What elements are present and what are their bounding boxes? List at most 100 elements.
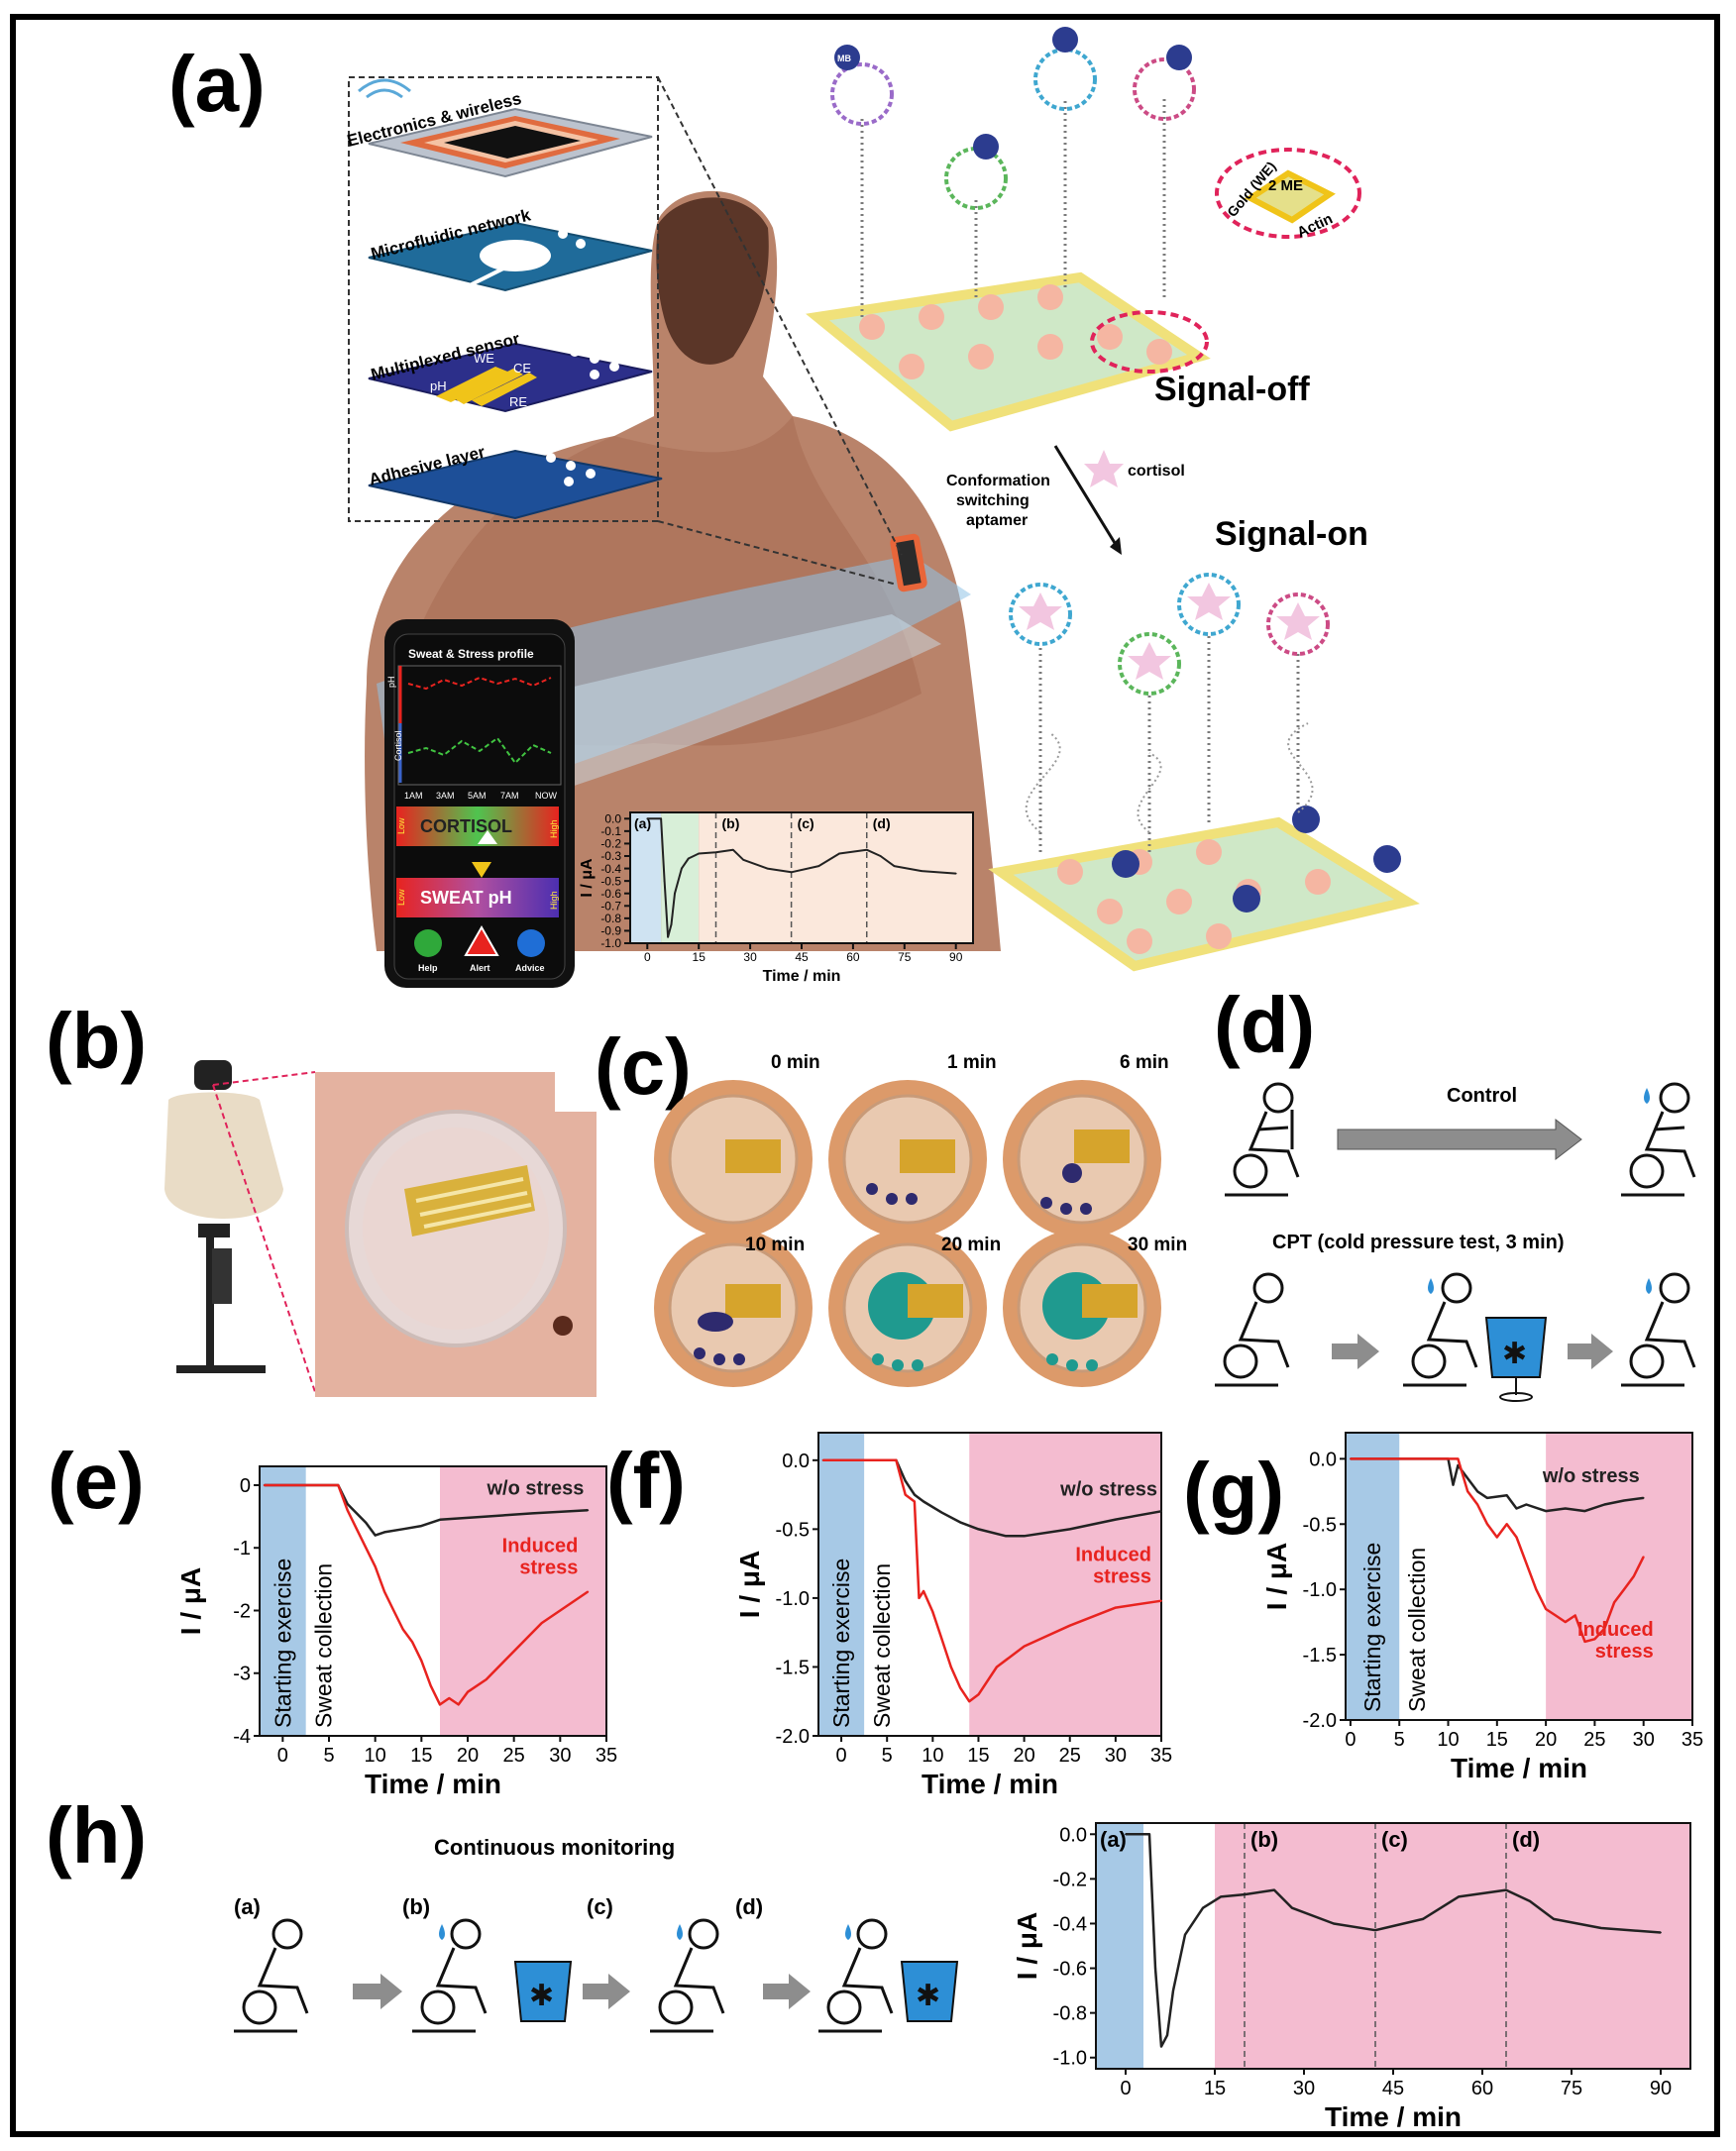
phone-button-help: Help <box>418 963 438 973</box>
series-0-point-9 <box>1525 1503 1528 1506</box>
x-tick-label-4: 20 <box>457 1745 479 1767</box>
phone-time-0: 1AM <box>404 791 423 801</box>
series-1-point-19 <box>540 1622 543 1625</box>
y-axis-label: I / μA <box>1012 1912 1042 1980</box>
series-1-point-1 <box>1457 1457 1460 1460</box>
series-0-point-12 <box>1583 1510 1586 1512</box>
y-axis-label: I / μA <box>175 1567 206 1635</box>
series-0-point-7 <box>1505 1494 1508 1497</box>
marker-label-1: (c) <box>1381 1827 1408 1852</box>
x-tick-label-7: 35 <box>1682 1729 1703 1751</box>
series-1-point-7 <box>392 1609 395 1612</box>
x-tick-label-3: 45 <box>1382 2078 1404 2099</box>
ph-bar-label: SWEAT pH <box>420 888 512 908</box>
panel-label-h: (h) <box>46 1791 147 1880</box>
series-0-point-15 <box>1642 1497 1645 1499</box>
series-1-point-15 <box>1114 1606 1117 1609</box>
phone-cortisol-axis: Cortisol <box>393 730 403 761</box>
phone-ph-axis: pH <box>386 676 396 688</box>
cpt-cyclist-2 <box>1403 1272 1478 1387</box>
series-1-point-16 <box>1603 1627 1606 1630</box>
series-0-point-2 <box>346 1503 349 1505</box>
series-1-point-19 <box>1632 1575 1635 1577</box>
x-tick-label-7: 35 <box>1150 1745 1172 1767</box>
h-cyclist-d-icon <box>818 1918 894 2033</box>
x-tick-label-3: 45 <box>795 950 809 964</box>
series-0-point-11 <box>587 1509 590 1512</box>
x-tick-label-5: 25 <box>1059 1745 1081 1767</box>
y-tick-label-8: -0.8 <box>600 912 621 925</box>
series-0-point-19 <box>921 870 922 872</box>
series-1-point-0 <box>1350 1457 1352 1460</box>
series-0-point-5 <box>1476 1490 1478 1493</box>
series-1-point-0 <box>821 1458 824 1461</box>
x-tick-label-5: 75 <box>1561 2078 1582 2099</box>
series-0-point-4 <box>1166 2034 1168 2037</box>
series-0-point-3 <box>1457 1464 1460 1466</box>
electrode-ce: CE <box>513 361 531 376</box>
start-label: (a) <box>1100 1827 1127 1852</box>
series-0-point-8 <box>439 1518 441 1521</box>
x-tick-label-2: 30 <box>743 950 757 964</box>
series-line-0 <box>264 1483 589 1537</box>
series-0-point-5 <box>674 892 676 895</box>
h-step-a: (a) <box>234 1894 261 1919</box>
figure-frame <box>10 14 1720 2137</box>
series-1-point-5 <box>922 1590 925 1592</box>
x-axis-label: Time / min <box>365 1769 501 1799</box>
y-tick-label-3: -0.3 <box>600 849 621 863</box>
h-arrow-2 <box>583 1974 630 2009</box>
x-tick-label-5: 25 <box>503 1745 525 1767</box>
y-tick-label-3: -3 <box>233 1664 251 1685</box>
series-1-point-21 <box>587 1590 590 1593</box>
cpt-arrow-2 <box>1568 1334 1613 1369</box>
series-0-point-11 <box>742 858 745 861</box>
cyclist-icon <box>1225 1082 1300 1197</box>
series-1-point-20 <box>1642 1556 1645 1559</box>
y-tick-label-3: -1.5 <box>776 1657 810 1678</box>
conformation-label-1: Conformation <box>946 473 1050 489</box>
series-0-point-4 <box>1466 1477 1469 1480</box>
series-1-point-15 <box>467 1690 469 1693</box>
series-1-point-9 <box>411 1641 413 1644</box>
series-0-point-8 <box>1220 1895 1222 1898</box>
series-1-point-2 <box>346 1509 349 1512</box>
series-line-0 <box>1350 1457 1644 1513</box>
series-0-point-8 <box>1515 1507 1518 1510</box>
x-tick-label-1: 5 <box>1394 1729 1405 1751</box>
h-cyclist-b-icon <box>412 1918 488 2033</box>
marker-label-2: (d) <box>1512 1827 1540 1852</box>
y-axis-label: I / μA <box>1261 1543 1292 1610</box>
series-0-point-2 <box>1452 1483 1455 1486</box>
x-tick-label-2: 30 <box>1293 2078 1315 2099</box>
series-0-point-18 <box>1553 1918 1555 1920</box>
x-axis-label: Time / min <box>1325 2101 1462 2132</box>
aptamer-signal-off-scene: MB 2 ME Gold (WE) Actin Signal-off <box>806 27 1361 432</box>
series-0-point-13 <box>790 871 793 874</box>
x-tick-label-2: 10 <box>1437 1729 1459 1751</box>
panel-a: (a) Electronics & wireless <box>168 27 1420 988</box>
y-tick-label-0: 0.0 <box>782 1451 810 1472</box>
series-1-point-6 <box>383 1590 385 1593</box>
band-baseline <box>1346 1433 1400 1720</box>
electrode-ph: pH <box>430 378 447 393</box>
series-0-point-14 <box>1422 1918 1424 1920</box>
y-tick-label-3: -1.5 <box>1303 1645 1337 1667</box>
series-0-point-7 <box>977 1528 980 1531</box>
h-step-b: (b) <box>402 1894 430 1919</box>
x-tick-label-0: 0 <box>644 950 651 964</box>
series-0-point-15 <box>838 852 840 855</box>
phone-app: Sweat & Stress profile pH Cortisol 1AM 3… <box>384 619 575 988</box>
timelapse-label-2: 6 min <box>1120 1052 1169 1073</box>
conformation-arrow: Conformation switching aptamer cortisol … <box>946 445 1368 555</box>
timelapse-label-5: 30 min <box>1128 1235 1187 1255</box>
h-step-d: (d) <box>735 1894 763 1919</box>
electrode-re: RE <box>509 394 527 409</box>
series-0-point-1 <box>660 817 663 820</box>
ph-bar-low: Low <box>396 889 406 906</box>
series-1-point-2 <box>1466 1490 1469 1493</box>
plot-frame <box>817 1432 1162 1737</box>
